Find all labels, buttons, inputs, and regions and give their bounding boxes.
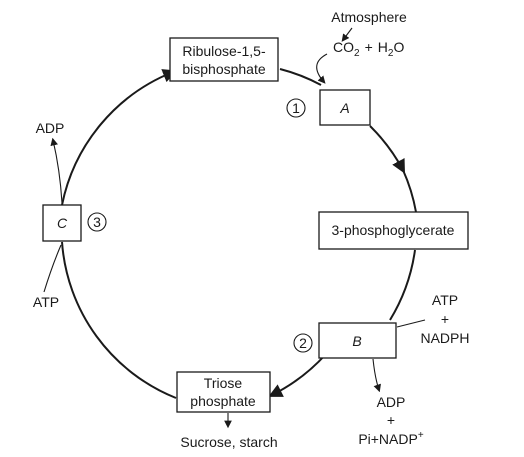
enzyme-b-box	[318, 322, 397, 359]
rubp-label-line1: Ribulose-1,5-	[182, 43, 266, 59]
step-3-number: 3	[93, 214, 101, 230]
enzyme-c-label: C	[57, 215, 68, 231]
atmosphere-arrow	[341, 27, 353, 42]
adp-pi-plus: +	[387, 412, 395, 428]
enzyme-b-label: B	[352, 333, 361, 349]
co2-h2o-label: CO2+H2O	[333, 39, 404, 59]
atp-nadph-plus: +	[441, 311, 449, 327]
co2-subscript: 2	[354, 48, 360, 59]
h2o-subscript: 2	[388, 48, 394, 59]
cycle-arc-b-to-triose	[268, 353, 327, 397]
cycle-arc-a-to-pga	[369, 125, 405, 174]
enzyme-c-box	[42, 204, 82, 242]
pi-nadp-label: Pi+NADP+	[358, 430, 424, 447]
co2-input-arrow	[316, 53, 328, 84]
atp-c-input-line	[43, 244, 62, 293]
rubp-box	[169, 37, 279, 82]
co2-text: CO	[333, 39, 354, 55]
h2o-o-text: O	[393, 39, 404, 55]
plus-sign: +	[365, 39, 373, 55]
adp-c-output-arrow	[50, 137, 63, 204]
cycle-arc-triose-to-c	[61, 241, 177, 399]
enzyme-a-box	[319, 89, 371, 126]
cycle-arc-pga-to-b	[389, 249, 416, 321]
atp-nadph-input-line	[396, 319, 426, 328]
adp-b-label: ADP	[377, 394, 406, 410]
h2o-h-text: H	[378, 39, 388, 55]
sucrose-starch-label: Sucrose, starch	[180, 434, 277, 450]
atp-c-label: ATP	[33, 294, 59, 310]
nadp-superscript: +	[418, 430, 424, 441]
pga-label: 3-phosphoglycerate	[332, 222, 455, 238]
triose-phosphate-box	[176, 371, 271, 413]
step-2-marker	[293, 333, 313, 353]
nadph-label: NADPH	[420, 330, 469, 346]
adp-c-label: ADP	[36, 120, 65, 136]
cycle-arc-c-to-rubp	[61, 69, 177, 206]
step-1-number: 1	[292, 100, 300, 116]
rubp-label-line2: bisphosphate	[182, 61, 266, 77]
pi-nadp-text: Pi+NADP	[358, 431, 418, 447]
cycle-arc-rubp-to-a	[279, 68, 322, 86]
pga-box	[318, 211, 469, 250]
enzyme-a-label: A	[339, 100, 349, 116]
triose-label-line1: Triose	[204, 375, 243, 391]
triose-label-line2: phosphate	[190, 393, 256, 409]
adp-b-output-arrow	[372, 358, 381, 393]
step-2-number: 2	[299, 335, 307, 351]
atmosphere-label: Atmosphere	[331, 9, 407, 25]
step-3-marker	[87, 212, 107, 232]
step-1-marker	[286, 98, 306, 118]
atp-b-label: ATP	[432, 292, 458, 308]
cycle-arc-a-to-pga-cont	[402, 169, 417, 213]
